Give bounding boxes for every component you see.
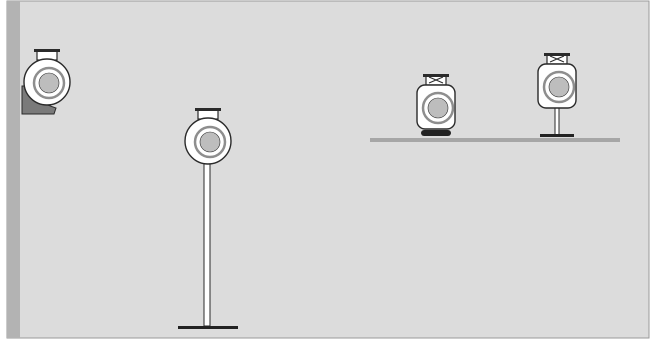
table-base <box>421 130 451 136</box>
driver-cone <box>427 97 449 119</box>
tweeter-rim <box>423 74 449 77</box>
shelf-speaker-table-base-icon <box>416 74 456 136</box>
stand-pole <box>203 161 211 327</box>
tweeter-rim <box>34 49 60 52</box>
background-panel <box>6 0 650 339</box>
table-stand-foot <box>540 134 574 137</box>
table-stand-pole <box>554 107 560 137</box>
floor-stand-speaker-icon <box>178 108 238 329</box>
driver-cone <box>38 72 60 94</box>
wall <box>7 1 20 338</box>
stand-base <box>178 326 238 329</box>
tweeter-grille <box>428 76 444 84</box>
wall-mounted-speaker-icon <box>21 49 71 115</box>
tweeter-rim <box>544 53 570 56</box>
shelf <box>370 138 620 142</box>
tweeter-grille <box>549 55 565 63</box>
shelf-speaker-table-stand-icon <box>537 53 577 137</box>
tweeter-rim <box>195 108 221 111</box>
driver-cone <box>548 76 570 98</box>
driver-cone <box>199 131 221 153</box>
